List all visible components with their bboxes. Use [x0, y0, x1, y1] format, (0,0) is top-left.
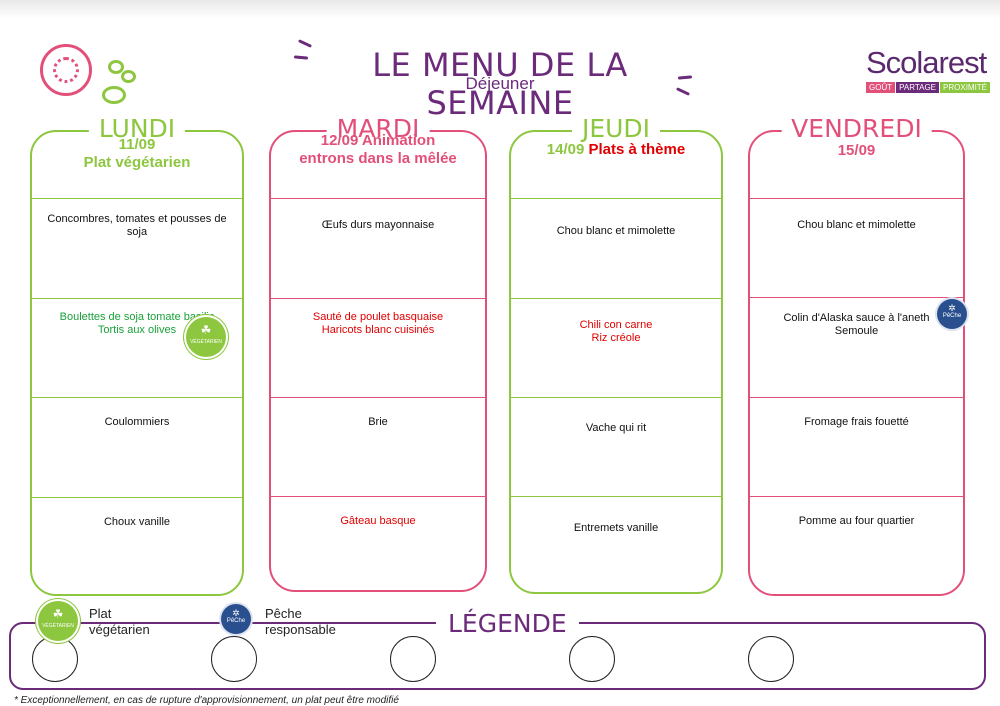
menu-item-main: Sauté de poulet basquaise Haricots blanc… — [271, 298, 485, 398]
menu-item-dessert: Choux vanille — [32, 497, 242, 597]
day-header: 12/09 Animation entrons dans la mêlée — [299, 132, 457, 167]
day-name: MARDI — [326, 114, 430, 144]
sustainable-fishing-badge-icon: ✲ PêChe — [937, 299, 967, 329]
day-name: LUNDI — [88, 114, 186, 144]
menu-item-main: Chili con carne Riz créole — [511, 298, 721, 398]
pea-icon — [102, 86, 126, 104]
legend-slot — [569, 636, 615, 682]
day-column-lundi: LUNDI 11/09 Plat végétarien Concombres, … — [30, 114, 244, 597]
day-column-vendredi: VENDREDI 15/09 Chou blanc et mimolette C… — [748, 114, 965, 596]
tagline-item: Goût — [866, 82, 896, 93]
menu-item-dessert: Gâteau basque — [271, 496, 485, 596]
footnote: * Exceptionnellement, en cas de rupture … — [14, 695, 399, 706]
menu-item-main: Colin d'Alaska sauce à l'aneth Semoule — [750, 297, 963, 397]
brand-tagline: Goût Partage Proximité — [866, 82, 991, 93]
day-header: 15/09 — [837, 142, 876, 159]
top-band — [0, 0, 1000, 18]
menu-item-starter: Concombres, tomates et pousses de soja — [32, 198, 242, 298]
tagline-item: Partage — [896, 82, 940, 93]
legend-title: LÉGENDE — [436, 609, 579, 639]
menu-item-cheese: Coulommiers — [32, 397, 242, 497]
day-header: 14/09 Plats à thème — [511, 141, 721, 159]
menu-item-cheese: Fromage frais fouetté — [750, 397, 963, 497]
brand-logo: Scolarest Goût Partage Proximité — [866, 45, 991, 94]
tagline-item: Proximité — [940, 82, 991, 93]
legend-slot — [211, 636, 257, 682]
menu-item-starter: Chou blanc et mimolette — [750, 198, 963, 298]
decorative-plate-icon — [40, 44, 92, 96]
legend-fishing-icon: ✲ PêChe — [221, 604, 251, 634]
day-column-jeudi: JEUDI 14/09 Plats à thème Chou blanc et … — [509, 114, 723, 596]
menu-item-starter: Œufs durs mayonnaise — [271, 198, 485, 298]
legend-slot — [748, 636, 794, 682]
pea-icon — [108, 60, 124, 74]
header-date: 14/09 — [546, 141, 585, 158]
menu-item-starter: Chou blanc et mimolette — [511, 198, 721, 298]
legend-fishing-label: Pêche responsable — [265, 606, 336, 637]
day-name: VENDREDI — [781, 114, 932, 144]
legend-vegetarian-label: Plat végétarien — [89, 606, 150, 637]
page-title: LE MENU DE LA SEMAINE — [372, 46, 628, 122]
brand-name: Scolarest — [866, 45, 987, 80]
day-header: 11/09 Plat végétarien — [83, 136, 191, 171]
legend-slot — [32, 636, 78, 682]
pea-icon — [121, 70, 136, 83]
header-note: Plats à thème — [588, 141, 686, 158]
menu-item-dessert: Pomme au four quartier — [750, 496, 963, 596]
day-column-mardi: MARDI 12/09 Animation entrons dans la mê… — [269, 114, 487, 592]
menu-item-dessert: Entremets vanille — [511, 496, 721, 596]
day-name: JEUDI — [571, 114, 661, 144]
legend-vegetarian-icon: ☘ VÉGÉTARIEN — [38, 601, 78, 641]
legend-slot — [390, 636, 436, 682]
menu-item-cheese: Vache qui rit — [511, 397, 721, 497]
meal-subtitle: Déjeuner — [465, 74, 535, 93]
vegetarian-badge-icon: ☘ VÉGÉTARIEN — [186, 317, 226, 357]
menu-item-cheese: Brie — [271, 397, 485, 497]
decorative-plate-inner — [53, 57, 79, 83]
